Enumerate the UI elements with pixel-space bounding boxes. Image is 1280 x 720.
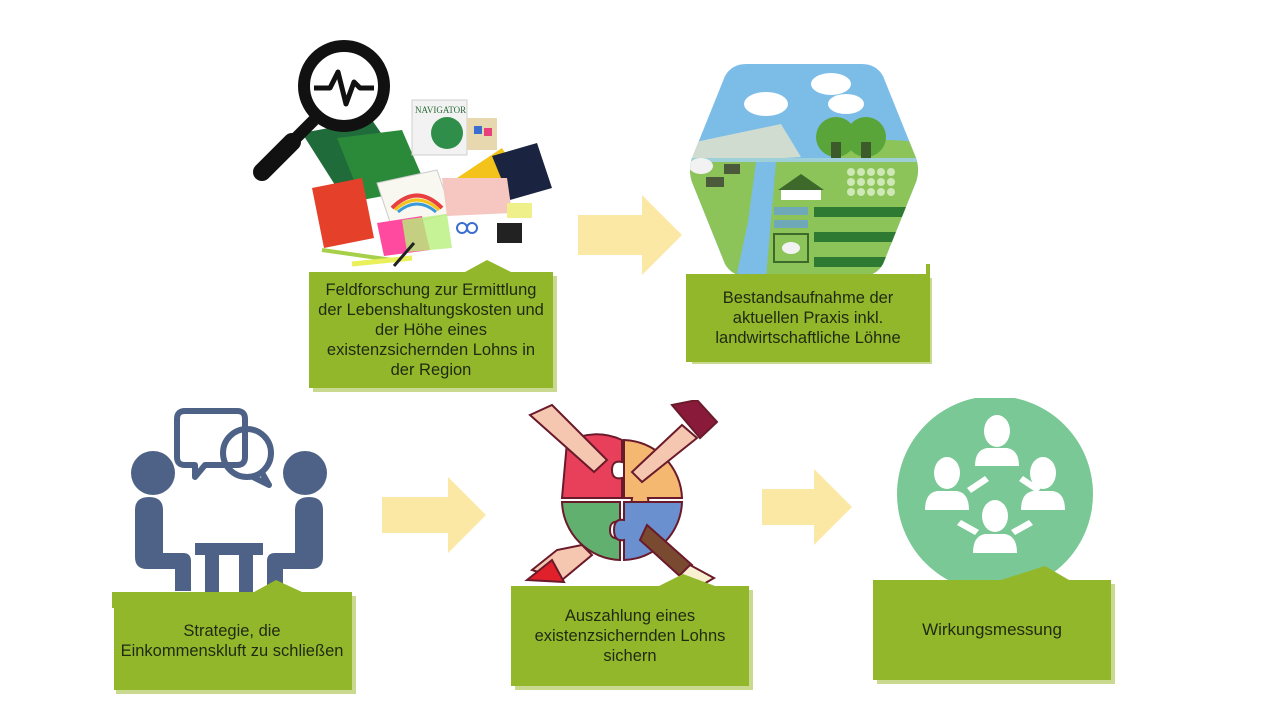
farm-landscape-icon: [690, 64, 918, 276]
puzzle-hands-image: [522, 398, 727, 587]
step-label: Auszahlung eines existenzsichernden Lohn…: [534, 607, 726, 665]
right-arrow-icon: [382, 477, 486, 553]
arrow-step1-to-step2: [578, 195, 682, 275]
step-strategy-box: Strategie, die Einkommenskluft zu schlie…: [112, 580, 356, 694]
step-payment-box: Auszahlung eines existenzsichernden Lohn…: [511, 572, 753, 690]
meeting-image: [125, 405, 335, 595]
right-arrow-icon: [762, 469, 852, 545]
step-inventory-box: Bestandsaufnahme der aktuellen Praxis in…: [686, 264, 934, 364]
right-arrow-icon: [578, 195, 682, 275]
step-label: Feldforschung zur Ermittlung der Lebensh…: [318, 281, 544, 379]
paper-box-brand: NAVIGATOR: [415, 105, 466, 115]
arrow-step3-to-step4: [382, 477, 486, 553]
step-label: Strategie, die Einkommenskluft zu schlie…: [120, 622, 344, 660]
step-label: Bestandsaufnahme der aktuellen Praxis in…: [715, 289, 901, 347]
step-label: Wirkungsmessung: [922, 620, 1062, 639]
people-network-icon: [897, 396, 1093, 592]
arrow-step4-to-step5: [762, 469, 852, 545]
magnifier-office-supplies-icon: NAVIGATOR: [252, 38, 564, 270]
farm-landscape-image: [686, 62, 922, 278]
step-impact-box: Wirkungsmessung: [873, 564, 1115, 684]
step-field-research-box: Feldforschung zur Ermittlung der Lebensh…: [309, 258, 557, 392]
field-research-image: NAVIGATOR: [252, 38, 564, 270]
puzzle-hands-icon: [524, 398, 719, 587]
meeting-dialogue-icon: [131, 408, 327, 595]
people-network-image: [895, 396, 1095, 592]
